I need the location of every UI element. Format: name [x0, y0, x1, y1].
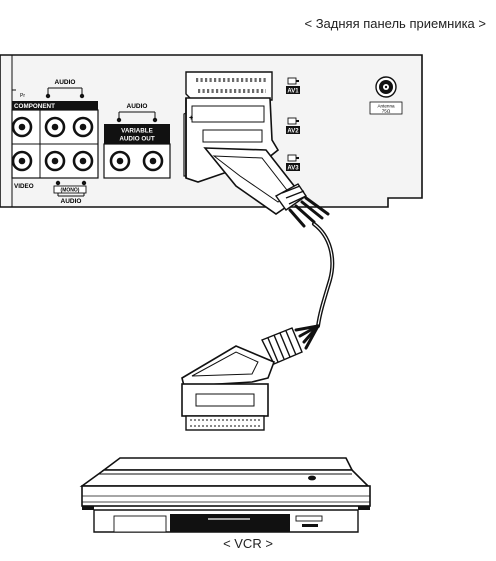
audio-bottom-text: AUDIO [61, 198, 82, 205]
audio-top-text: AUDIO [55, 79, 76, 86]
component-label: COMPONENT [14, 103, 55, 110]
var-audio-label: AUDIO [127, 103, 148, 110]
pr-label: Pr [20, 93, 25, 99]
antenna-connector: Antenna 75Ω [369, 76, 403, 115]
mono-label: (MONO) [61, 188, 80, 194]
upper-scart-plug: + [185, 97, 330, 228]
vcr-button-icon [308, 475, 316, 481]
av2-text: AV2 [287, 129, 299, 135]
variable-audio-out: AUDIO VARIABLE AUDIO OUT [103, 103, 171, 179]
antenna-line1: Antenna [377, 104, 395, 109]
vcr-caption: < VCR > [223, 536, 273, 551]
receiver-rear-panel-caption: < Задняя панель приемника > [304, 16, 486, 31]
rca-jack [109, 150, 131, 172]
vcr-device [79, 457, 371, 533]
wire-bundle-upper [288, 196, 330, 228]
scart-cable [312, 222, 335, 328]
rca-jack [142, 150, 164, 172]
av3-text: AV3 [287, 166, 299, 172]
rca-jack [44, 116, 66, 138]
antenna-line2: 75Ω [382, 109, 391, 114]
cable-boot-lower [261, 327, 303, 365]
av1-text: AV1 [287, 89, 299, 95]
av3-label: AV3 [286, 154, 300, 172]
av2-label: AV2 [286, 117, 300, 135]
audio-label-top: AUDIO Pr [20, 79, 85, 99]
rca-jack-block [11, 109, 99, 179]
vcr-display [170, 514, 290, 532]
audio-label-bottom: VIDEO (MONO) AUDIO [14, 180, 87, 205]
wire-bundle-lower [294, 324, 320, 350]
component-bar: COMPONENT [12, 101, 98, 110]
av1-label: AV1 [286, 77, 300, 95]
svg-text:+: + [189, 115, 193, 122]
rca-jack [11, 116, 33, 138]
lower-scart-plug [181, 324, 320, 431]
cable-boot-upper [274, 183, 307, 211]
rca-jack [44, 150, 66, 172]
rca-jack [11, 150, 33, 172]
av-labels: AV1 AV2 AV3 [286, 77, 300, 172]
rca-jack [72, 150, 94, 172]
var-out-line1: VARIABLE [121, 128, 153, 135]
rca-jack [72, 116, 94, 138]
var-out-line2: AUDIO OUT [119, 136, 154, 143]
video-label: VIDEO [14, 183, 34, 190]
